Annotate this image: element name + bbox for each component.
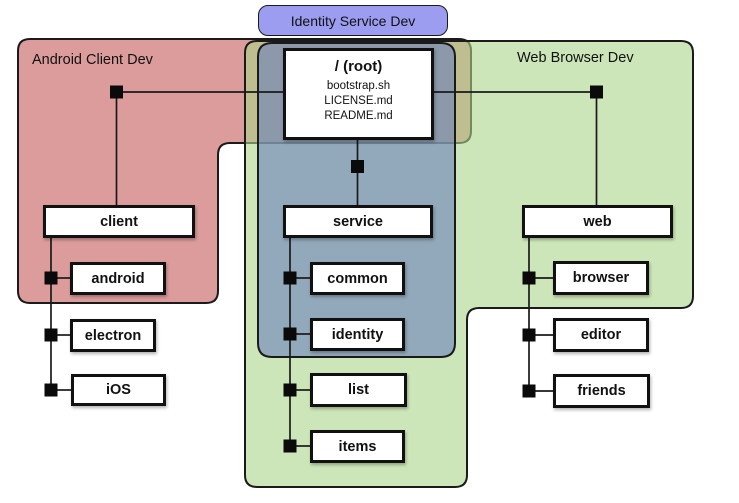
node-service: service [283,205,433,238]
identity-service-dev-tab: Identity Service Dev [258,5,448,36]
root-file: LICENSE.md [324,95,393,107]
root-file: bootstrap.sh [326,80,391,92]
tree-edges [50,91,598,447]
node-ios: iOS [71,374,166,406]
node-browser: browser [553,261,649,295]
node-electron: electron [70,319,156,352]
node-root: / (root) bootstrap.sh LICENSE.md README.… [283,48,434,140]
root-title: / (root) [334,58,383,75]
node-friends: friends [553,374,650,408]
junction-markers [44,85,603,453]
identity-service-dev-label: Identity Service Dev [290,12,416,29]
root-file: README.md [324,110,393,122]
node-web: web [522,205,673,238]
node-list: list [310,373,407,407]
node-common: common [310,262,405,295]
android-client-dev-label: Android Client Dev [32,52,153,68]
node-editor: editor [553,318,649,352]
node-android: android [70,262,166,295]
node-items: items [310,430,405,463]
node-identity: identity [310,318,405,351]
node-client: client [43,205,195,238]
web-browser-dev-label: Web Browser Dev [517,50,634,66]
